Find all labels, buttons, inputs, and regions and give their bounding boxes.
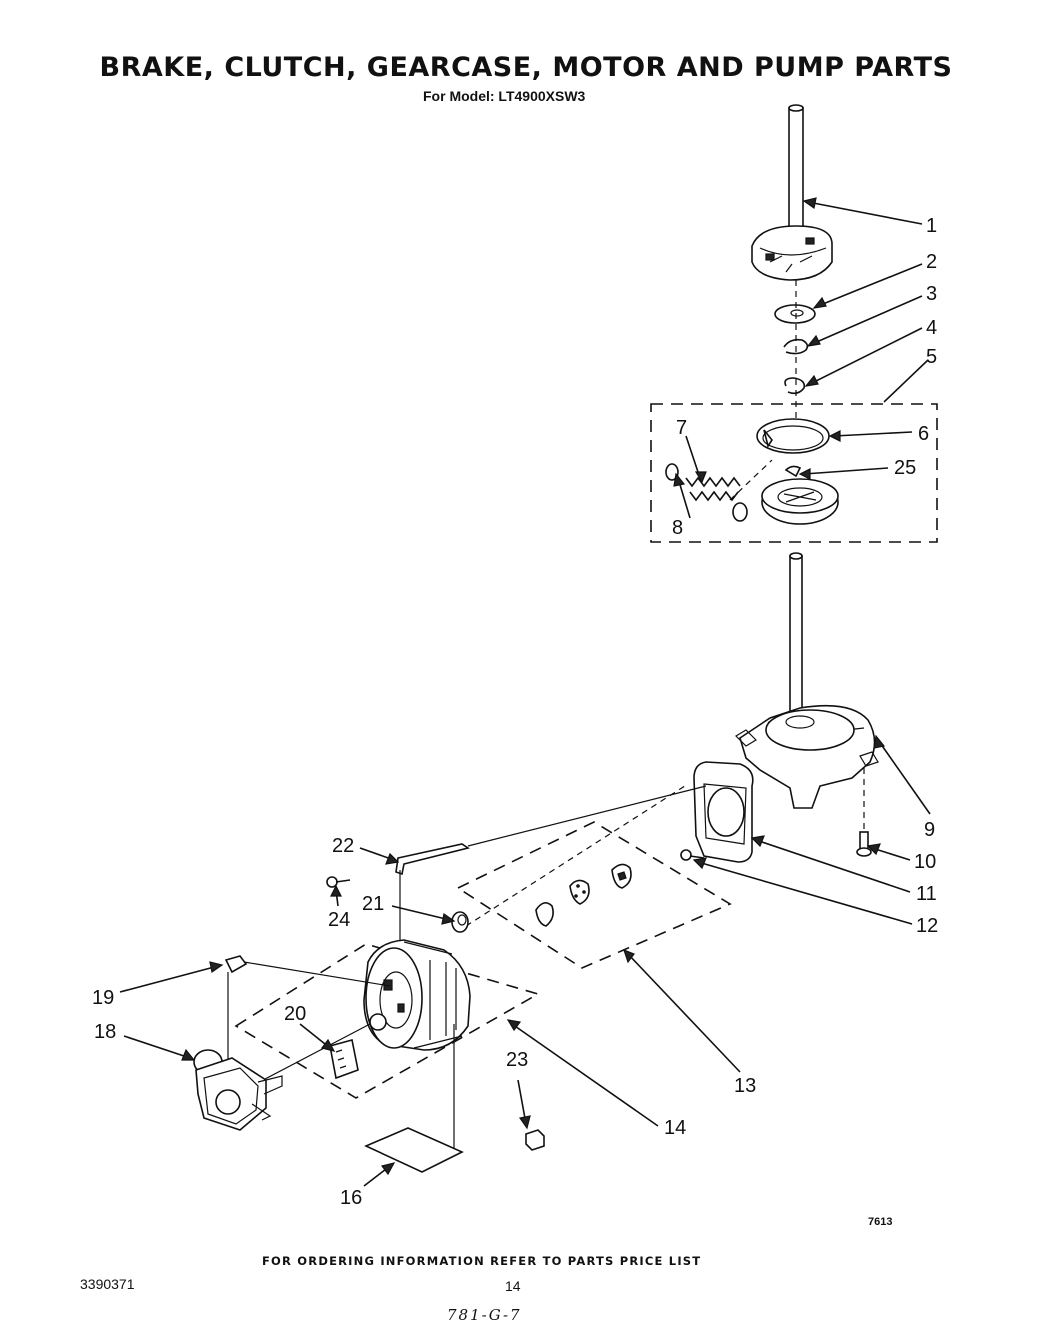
part-25-clip	[784, 465, 802, 478]
part-8-pad	[665, 463, 748, 522]
part-2-washer	[774, 304, 816, 324]
page-title: BRAKE, CLUTCH, GEARCASE, MOTOR AND PUMP …	[99, 52, 953, 83]
callout-25: 25	[894, 457, 916, 479]
callout-23: 23	[506, 1049, 528, 1071]
ordering-note: FOR ORDERING INFORMATION REFER TO PARTS …	[262, 1254, 702, 1268]
page-number: 14	[505, 1278, 521, 1294]
part-9-gearcase	[735, 704, 879, 842]
part-3-retaining-ring	[783, 338, 809, 355]
part-11-gasket	[693, 761, 754, 863]
part-18-pump	[193, 1049, 283, 1131]
handwritten-note: 781-G-7	[447, 1306, 522, 1324]
callout-12: 12	[916, 915, 938, 937]
callout-3: 3	[926, 283, 937, 305]
part-24-screw	[326, 876, 351, 888]
model-subtitle: For Model: LT4900XSW3	[423, 88, 586, 104]
part-13-coupling-box	[456, 821, 732, 969]
callout-7: 7	[676, 417, 687, 439]
callout-8: 8	[672, 517, 683, 539]
callout-11: 11	[916, 883, 937, 905]
motor	[243, 939, 471, 1091]
part-6-brake-band	[756, 418, 830, 454]
part-12-screw	[680, 849, 705, 861]
callout-18: 18	[94, 1021, 116, 1043]
callout-4: 4	[926, 317, 937, 339]
callout-6: 6	[918, 423, 929, 445]
callout-14: 14	[664, 1117, 686, 1139]
part-23-cap	[525, 1129, 545, 1151]
callout-22: 22	[332, 835, 354, 857]
callout-5: 5	[926, 346, 937, 368]
part-4-retaining-ring	[784, 377, 806, 395]
brake-drum	[761, 478, 839, 525]
callout-leaders	[119, 197, 931, 1187]
callout-labels: 1 2 3 4 5 6 7 8 9 10 11 12 13 14 16 18 1…	[92, 215, 938, 1209]
illustration-code: 7613	[868, 1216, 893, 1228]
callout-20: 20	[284, 1003, 306, 1025]
callout-1: 1	[926, 215, 937, 237]
callout-24: 24	[328, 909, 350, 931]
coupling-parts	[465, 783, 689, 927]
part-1-shaft-brake-housing	[751, 104, 833, 281]
part-14-motor-box	[234, 943, 541, 1099]
part-19-clip	[224, 955, 391, 1064]
part-5-brake-assembly-box	[650, 403, 938, 543]
drive-shaft	[789, 555, 803, 729]
document-number: 3390371	[80, 1276, 135, 1292]
part-20-switch	[329, 1039, 359, 1080]
callout-13: 13	[734, 1075, 756, 1097]
callout-21: 21	[362, 893, 384, 915]
part-7-spring	[685, 476, 741, 502]
callout-19: 19	[92, 987, 114, 1009]
part-10-bolt	[856, 831, 872, 857]
callout-10: 10	[914, 851, 936, 873]
callout-9: 9	[924, 819, 935, 841]
callout-2: 2	[926, 251, 937, 273]
part-21-bushing	[451, 911, 469, 933]
callout-16: 16	[340, 1187, 362, 1209]
part-16-pad	[364, 1024, 464, 1173]
